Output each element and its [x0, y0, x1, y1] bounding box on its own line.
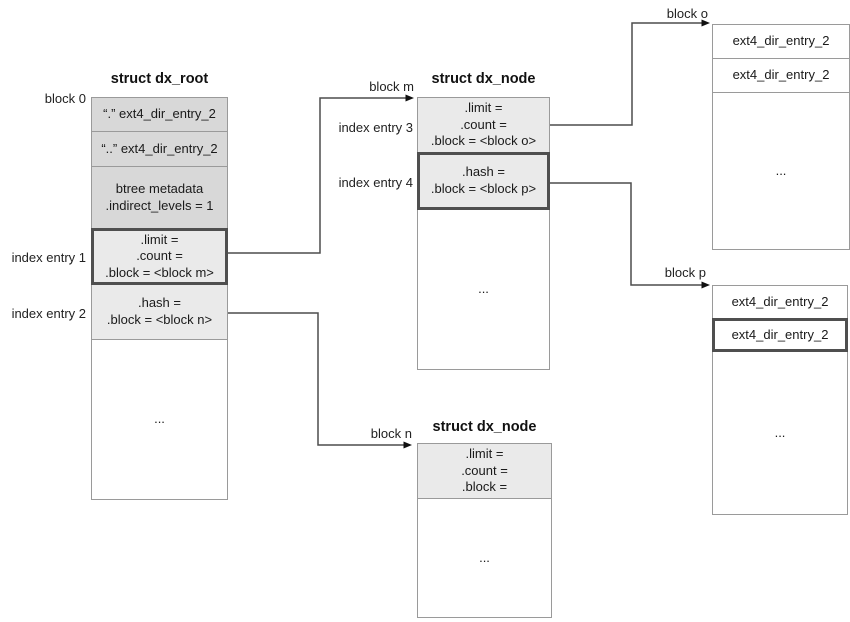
block-p-ellipsis-cell: ... — [713, 352, 847, 514]
dx-node-n-entry-cell: .limit = .count = .block = — [418, 444, 551, 499]
dx-node-n-title: struct dx_node — [432, 419, 537, 435]
label-block-o: block o — [666, 6, 708, 21]
dx-root-block: “.” ext4_dir_entry_2 “..” ext4_dir_entry… — [91, 97, 228, 500]
label-index-entry-4: index entry 4 — [338, 175, 413, 190]
label-block-m: block m — [369, 79, 414, 94]
dot-entry-cell: “.” ext4_dir_entry_2 — [92, 98, 227, 132]
block-p: ext4_dir_entry_2 ext4_dir_entry_2 ... — [712, 285, 848, 515]
label-block-p: block p — [664, 265, 706, 280]
dx-node-m-title: struct dx_node — [431, 71, 536, 87]
dir-entry-cell: ext4_dir_entry_2 — [713, 25, 849, 59]
arrow-to-block-o — [550, 19, 710, 126]
index-entry-3-cell: .limit = .count = .block = <block o> — [418, 98, 549, 153]
dx-node-n-ellipsis-cell: ... — [418, 499, 551, 617]
label-index-entry-1: index entry 1 — [11, 250, 86, 265]
dx-root-title: struct dx_root — [110, 71, 209, 87]
label-index-entry-3: index entry 3 — [338, 120, 413, 135]
dotdot-entry-cell: “..” ext4_dir_entry_2 — [92, 132, 227, 167]
index-entry-1-cell: .limit = .count = .block = <block m> — [91, 228, 228, 285]
dir-entry-cell: ext4_dir_entry_2 — [713, 286, 847, 319]
dx-node-n-block: .limit = .count = .block = ... — [417, 443, 552, 618]
label-block-n: block n — [370, 426, 412, 441]
dir-entry-cell: ext4_dir_entry_2 — [713, 59, 849, 93]
index-entry-2-cell: .hash = .block = <block n> — [92, 285, 227, 340]
label-block-0: block 0 — [44, 91, 86, 106]
block-o-ellipsis-cell: ... — [713, 93, 849, 249]
index-entry-4-cell: .hash = .block = <block p> — [417, 152, 550, 210]
dx-node-m-ellipsis-cell: ... — [418, 210, 549, 369]
block-o: ext4_dir_entry_2 ext4_dir_entry_2 ... — [712, 24, 850, 250]
dx-node-m-block: .limit = .count = .block = <block o> .ha… — [417, 97, 550, 370]
label-index-entry-2: index entry 2 — [11, 306, 86, 321]
dir-entry-highlighted-cell: ext4_dir_entry_2 — [712, 318, 848, 352]
btree-metadata-cell: btree metadata .indirect_levels = 1 — [92, 167, 227, 229]
dx-root-ellipsis-cell: ... — [92, 340, 227, 499]
